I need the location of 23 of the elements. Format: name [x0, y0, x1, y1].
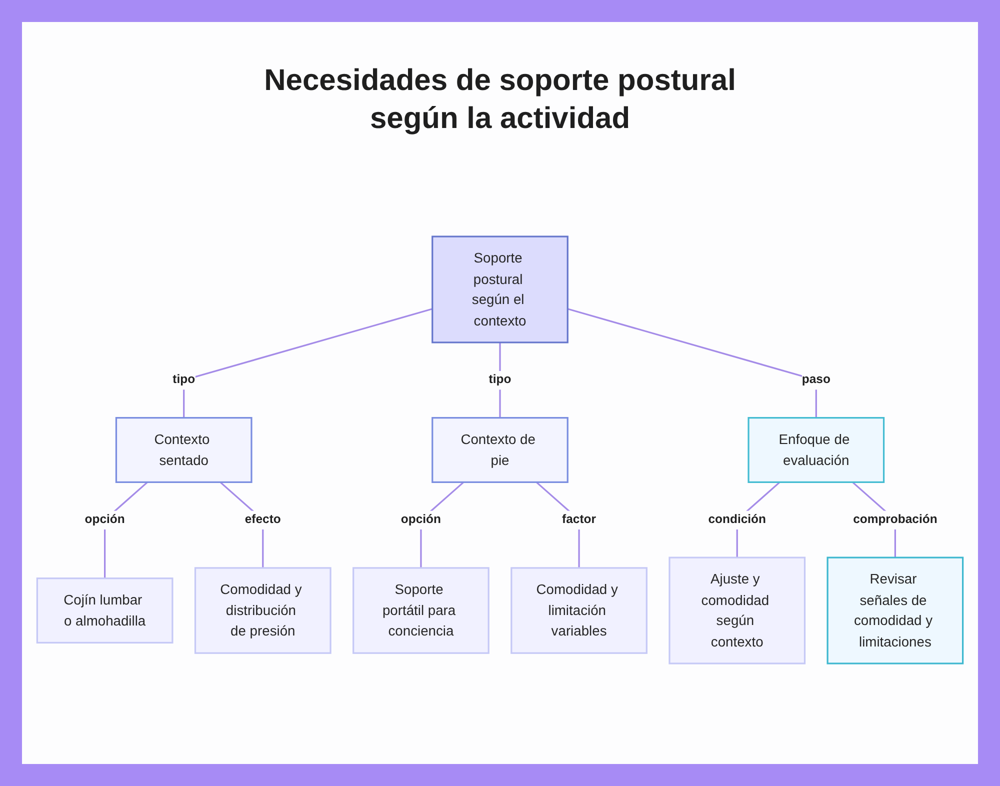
node-box: Contexto de pie	[432, 416, 568, 482]
node-box: Cojín lumbar o almohadilla	[36, 577, 174, 644]
edge-label: opción	[84, 512, 125, 526]
connector	[183, 308, 433, 418]
edge-label: factor	[562, 512, 596, 526]
node-box: Soporte postural según el contexto	[432, 235, 568, 343]
node-box: Ajuste y comodidad según contexto	[668, 556, 806, 664]
edge-label: efecto	[244, 512, 281, 526]
edge-label: comprobación	[853, 512, 938, 526]
edge-label: paso	[802, 372, 830, 386]
node-box: Contexto sentado	[115, 416, 252, 482]
diagram-title: Necesidades de soporte postural según la actividad	[263, 63, 737, 136]
node-box: Comodidad y distribución de presión	[194, 566, 332, 654]
edge-label: tipo	[172, 372, 196, 386]
edge-label: condición	[708, 512, 766, 526]
connector	[567, 308, 817, 418]
node-box: Revisar señales de comodidad y limitaciones	[826, 556, 964, 664]
connector	[499, 342, 501, 418]
node-box: Enfoque de evaluación	[748, 416, 885, 482]
node-box: Soporte portátil para conciencia	[352, 566, 490, 654]
node-box: Comodidad y limitación variables	[510, 566, 648, 654]
edge-label: opción	[400, 512, 441, 526]
edge-label: tipo	[488, 372, 512, 386]
